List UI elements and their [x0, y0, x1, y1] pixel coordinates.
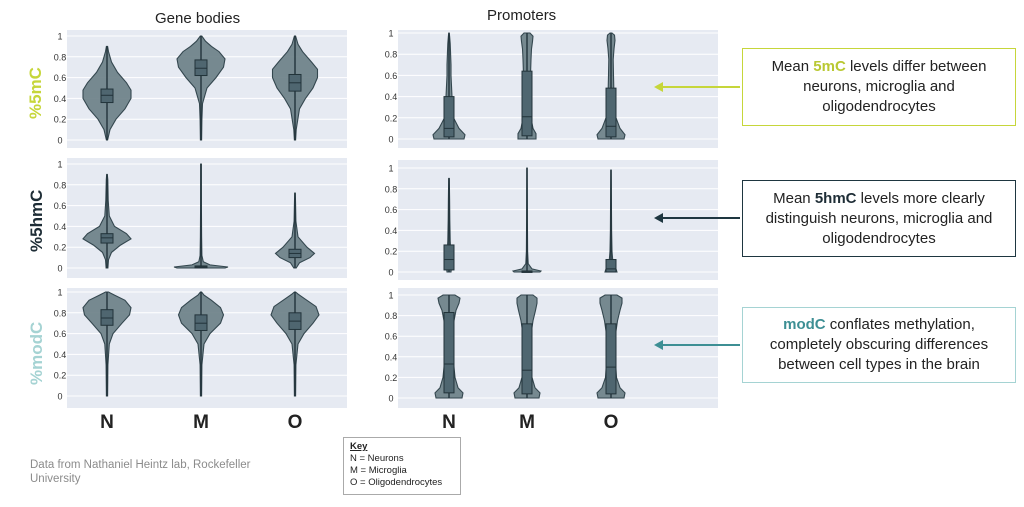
y-tick-label: 1: [388, 29, 393, 39]
y-tick-label: 0.2: [54, 371, 67, 381]
box-n: [443, 244, 455, 271]
y-tick-label: 0.8: [385, 50, 398, 60]
y-tick-label: 0.8: [54, 52, 67, 62]
box-n: [443, 312, 455, 394]
y-tick-label: 1: [57, 160, 62, 170]
box-n: [100, 88, 114, 104]
y-tick-label: 1: [57, 288, 62, 298]
x-category-label-o: O: [288, 412, 303, 433]
y-tick-label: 0.4: [54, 222, 67, 232]
row-label-5mc: %5mC: [26, 67, 45, 119]
y-tick-label: 0.6: [385, 71, 398, 81]
callout-5hmc-post: levels more clearly distinguish neurons,…: [765, 189, 993, 247]
callout-modc-bold: modC: [783, 316, 826, 333]
callout-5hmc: Mean 5hmC levels more clearly distinguis…: [742, 180, 1016, 257]
callout-5mc-bold: 5mC: [813, 58, 846, 75]
callout-5hmc-pre: Mean: [773, 189, 815, 207]
y-tick-label: 1: [388, 164, 393, 174]
x-category-label-n: N: [100, 412, 114, 433]
row-label-5hmc: %5hmC: [27, 189, 46, 252]
y-tick-label: 1: [388, 291, 393, 301]
y-tick-label: 0.4: [385, 352, 398, 362]
box-m: [521, 323, 533, 395]
y-tick-label: 0.8: [385, 311, 398, 321]
key-item-oligodendrocytes: O = Oligodendrocytes: [350, 477, 443, 488]
box-o: [605, 87, 617, 138]
key-title: Key: [350, 441, 368, 452]
box-n: [100, 309, 114, 326]
y-tick-label: 0.6: [54, 329, 67, 339]
y-tick-label: 0.4: [54, 350, 67, 360]
callout-5mc: Mean 5mC levels differ between neurons, …: [742, 48, 1016, 126]
promoters-title: Promoters: [487, 7, 557, 24]
y-tick-label: 0.4: [54, 94, 67, 104]
y-tick-label: 0.6: [54, 73, 67, 83]
callout-5mc-post: levels differ between neurons, microglia…: [803, 58, 987, 115]
y-tick-label: 0.2: [385, 373, 398, 383]
x-category-label-m: M: [193, 412, 209, 433]
key-item-neurons: N = Neurons: [350, 453, 404, 464]
y-tick-label: 0.2: [385, 113, 398, 123]
callout-modc: modC conflates methylation, completely o…: [742, 307, 1016, 383]
violin-panel-gene-bodies-modc: 0 0.2 0.4 0.6 0.8 1N M O: [54, 288, 347, 433]
y-tick-label: 0: [57, 264, 62, 274]
y-tick-label: 1: [57, 32, 62, 42]
y-tick-label: 0.4: [385, 226, 398, 236]
y-tick-label: 0.2: [54, 243, 67, 253]
violin-panel-promoters-5hmc: 0 0.2 0.4 0.6 0.8 1: [385, 160, 718, 280]
x-category-label-o: O: [604, 412, 619, 433]
callout-modc-post: conflates methylation, completely obscur…: [769, 316, 989, 373]
callout-5hmc-bold: 5hmC: [814, 189, 857, 207]
key-item-microglia: M = Microglia: [350, 465, 407, 476]
y-tick-label: 0: [57, 392, 62, 402]
box-n: [443, 96, 455, 138]
y-tick-label: 0.8: [54, 180, 67, 190]
box-o: [605, 259, 617, 273]
box-m: [521, 70, 533, 137]
box-n: [100, 233, 114, 244]
y-tick-label: 0.6: [54, 201, 67, 211]
y-tick-label: 0.2: [54, 115, 67, 125]
y-tick-label: 0: [388, 268, 393, 278]
callout-5mc-pre: Mean: [771, 58, 814, 75]
data-source-note: Data from Nathaniel Heintz lab, Rockefel…: [30, 459, 251, 485]
arrow-5hmc-head: [654, 213, 663, 223]
box-m: [194, 59, 208, 77]
y-tick-label: 0.2: [385, 247, 398, 257]
key-legend: Key N = Neurons M = Microglia O = Oligod…: [343, 437, 461, 495]
violin-panel-gene-bodies-5mc: 0 0.2 0.4 0.6 0.8 1: [54, 30, 347, 148]
y-tick-label: 0: [388, 394, 393, 404]
y-tick-label: 0.8: [54, 308, 67, 318]
gene-bodies-title: Gene bodies: [155, 10, 241, 27]
arrow-modc-head: [654, 340, 663, 350]
y-tick-label: 0: [388, 135, 393, 145]
x-category-label-m: M: [519, 412, 535, 433]
violin-panel-promoters-5mc: 0 0.2 0.4 0.6 0.8 1: [385, 29, 718, 148]
y-tick-label: 0.8: [385, 184, 398, 194]
violin-panel-promoters-modc: 0 0.2 0.4 0.6 0.8 1N M O: [385, 288, 718, 433]
arrow-5mc-head: [654, 82, 663, 92]
y-tick-label: 0: [57, 136, 62, 146]
y-tick-label: 0.4: [385, 92, 398, 102]
y-tick-label: 0.6: [385, 205, 398, 215]
y-tick-label: 0.6: [385, 332, 398, 342]
box-m: [194, 314, 208, 331]
x-category-label-n: N: [442, 412, 456, 433]
violin-panel-gene-bodies-5hmc: 0 0.2 0.4 0.6 0.8 1: [54, 158, 347, 278]
box-o: [605, 323, 617, 395]
row-label-modc: %modC: [27, 321, 46, 385]
